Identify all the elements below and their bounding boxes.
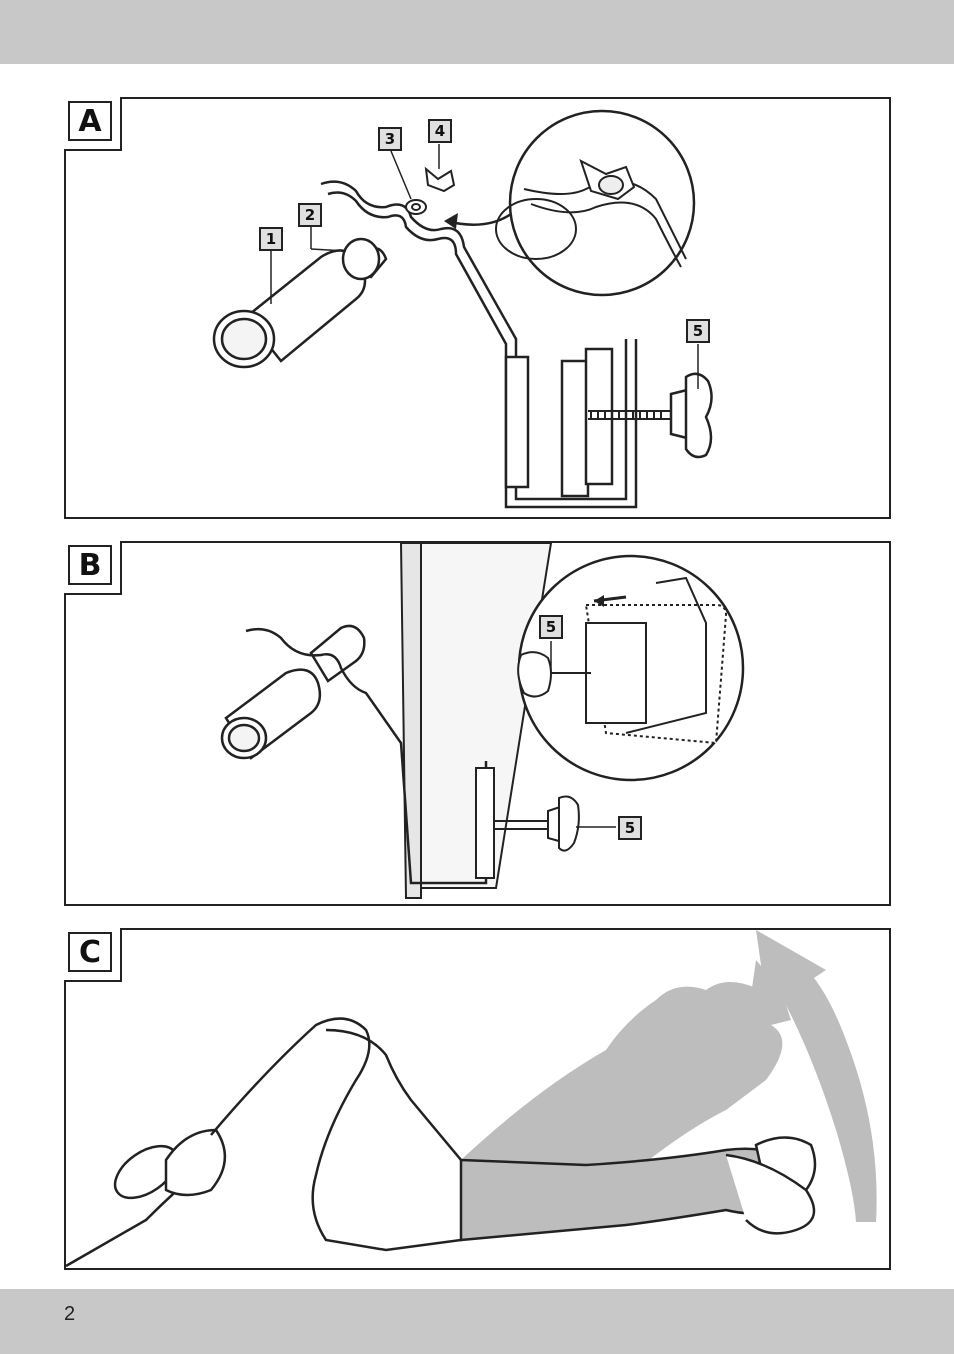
panel-b-illustration <box>66 543 889 904</box>
panel-c-tag: C <box>64 928 122 982</box>
panel-a-tag: A <box>64 97 122 151</box>
panel-a-illustration <box>66 99 889 517</box>
page-number: 2 <box>64 1303 75 1326</box>
top-band <box>0 0 954 64</box>
clamp-knob-icon <box>671 374 712 457</box>
washer-icon <box>406 200 426 214</box>
panel-b-label: B <box>68 545 112 585</box>
panel-b: B 5 5 <box>64 541 891 906</box>
callout-3: 3 <box>378 127 402 151</box>
callout-5-main: 5 <box>618 816 642 840</box>
roller-pad-icon <box>214 239 386 367</box>
panel-c: C <box>64 928 891 1270</box>
magnifier-inset-icon <box>518 556 743 780</box>
panel-c-label: C <box>68 932 112 972</box>
panel-a: A 1 2 3 4 5 <box>64 97 891 519</box>
panel-b-tag: B <box>64 541 122 595</box>
callout-2: 2 <box>298 203 322 227</box>
panel-a-label: A <box>68 101 112 141</box>
clamp-plates-icon <box>506 349 612 496</box>
callout-1: 1 <box>259 227 283 251</box>
callout-5: 5 <box>686 319 710 343</box>
panel-c-illustration <box>66 930 889 1268</box>
roller-pad-icon <box>222 626 364 758</box>
bottom-band <box>0 1289 954 1354</box>
wing-nut-icon <box>426 169 454 191</box>
magnifier-inset-icon <box>496 111 694 295</box>
callout-4: 4 <box>428 119 452 143</box>
callout-5-inset: 5 <box>539 615 563 639</box>
